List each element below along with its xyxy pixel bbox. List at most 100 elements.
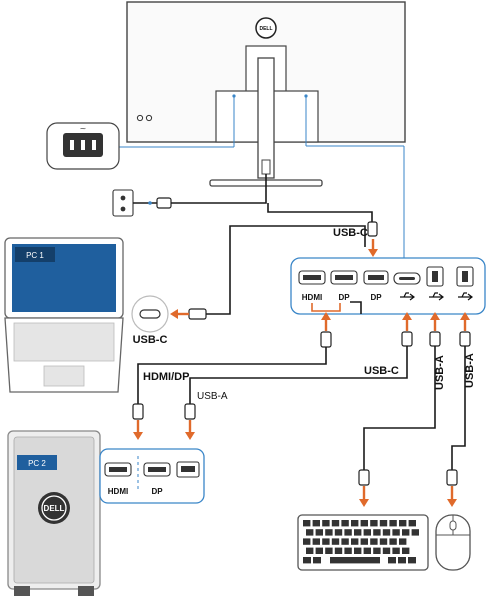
keyboard-key [344,529,352,536]
mouse-wheel [449,520,457,531]
label-usbc-laptop: USB-C [133,334,168,346]
keyboard-key [344,547,352,554]
connector-usba-pc [184,403,196,420]
keyboard-key [373,547,381,554]
wall-outlet-icon [112,189,134,217]
keyboard-key [334,529,343,536]
arrow-keyboard [359,499,369,507]
pc2-port-panel: HDMI DP [99,448,205,504]
label-usba-right-2: USB-A [464,353,476,388]
laptop-keyboard [13,322,115,362]
cable-clip [261,159,271,175]
arrow-usba2-up [460,312,470,320]
connector-hdmi-dp-monitor [320,331,332,348]
keyboard-key [303,557,311,564]
keyboard-key [303,538,311,545]
keyboard-key [370,538,378,545]
power-button-icon [136,114,153,122]
cable-usbc-to-pc2 [189,346,408,404]
arrow-usbc-top [368,249,378,257]
arrow-usba1-up [430,312,440,320]
keyboard-key [360,520,368,527]
keyboard-key [322,538,330,545]
keyboard-key [303,520,311,527]
connector-keyboard [358,469,370,486]
cable-keyboard [363,346,436,470]
keyboard-key [373,529,381,536]
cable-mouse [451,346,466,470]
ac-symbol-icon: ~ [80,124,87,133]
arrow-usbc-right-up [402,312,412,320]
keyboard-key [402,529,410,536]
power-cord-marker [148,201,152,205]
pc1-laptop: PC 1 [4,237,124,393]
keyboard-key [399,520,407,527]
keyboard-key [334,547,343,554]
cable-hdmi-dp [137,347,327,404]
connector-laptop-usbc [188,308,207,320]
keyboard-key [382,547,391,554]
monitor-hdmi-label: HDMI [302,293,322,302]
keyboard-key [312,538,320,545]
arrow-hdmi-dp-up [321,312,331,320]
pc2-dp-label: DP [151,487,163,496]
keyboard-key [392,529,400,536]
keyboard-key [389,538,397,545]
keyboard-key [388,557,396,564]
laptop-usbc-port [139,309,161,319]
tower-foot-right [78,586,94,596]
keyboard-key [331,520,340,527]
label-usba-right-1: USB-A [434,355,446,390]
keyboard-key [306,529,314,536]
keyboard-key [363,529,371,536]
cable-usbc-top [267,203,373,222]
label-usbc-top: USB-C [333,227,368,239]
keyboard-key [399,538,407,545]
keyboard-key [379,520,388,527]
pc2-logo [38,492,70,524]
pc2-tower: PC 2 DELL [7,430,101,596]
power-plug [156,197,172,209]
keyboard-key [382,529,391,536]
keyboard-key [312,520,320,527]
power-inlet-callout: ~ [46,96,235,170]
monitor-dp-label-2: DP [370,293,382,302]
keyboard-key [389,520,397,527]
keyboard-key [351,520,359,527]
pc2-label: PC 2 [28,459,46,468]
keyboard-spacebar [330,557,380,564]
keyboard-key [360,538,368,545]
keyboard-key [306,547,314,554]
keyboard-key [402,547,410,554]
keyboard [297,514,429,571]
keyboard-key [315,547,323,554]
connector-hdmi-dp-pc [132,403,144,420]
connector-usbc-top [367,221,378,237]
laptop-trackpad [43,365,85,387]
pc2-label-box [17,455,57,470]
power-cord-to-monitor [171,174,267,204]
arrow-hdmi-dp-down [133,432,143,440]
keyboard-key [315,529,323,536]
keyboard-key [411,529,419,536]
cable-laptop-usbc [206,225,366,315]
keyboard-key [313,557,321,564]
pc1-label: PC 1 [26,251,44,260]
tower-foot-left [14,586,30,596]
keyboard-key [325,547,333,554]
arrow-laptop-usbc [170,309,178,319]
label-hdmi-dp: HDMI/DP [143,371,189,383]
connector-mouse [446,469,458,486]
keyboard-key [341,538,349,545]
arrow-mouse [447,499,457,507]
arrow-usba-pc-down [185,432,195,440]
pc2-logo-text: DELL [44,504,65,513]
label-usba-pc: USB-A [197,391,228,402]
monitor-port-frame [290,257,486,315]
connector-usbc-right [401,331,413,347]
monitor-port-panel: HDMI DP DP [290,257,486,315]
connector-usba-1 [429,331,441,347]
keyboard-key [354,547,362,554]
keyboard-key [351,538,359,545]
